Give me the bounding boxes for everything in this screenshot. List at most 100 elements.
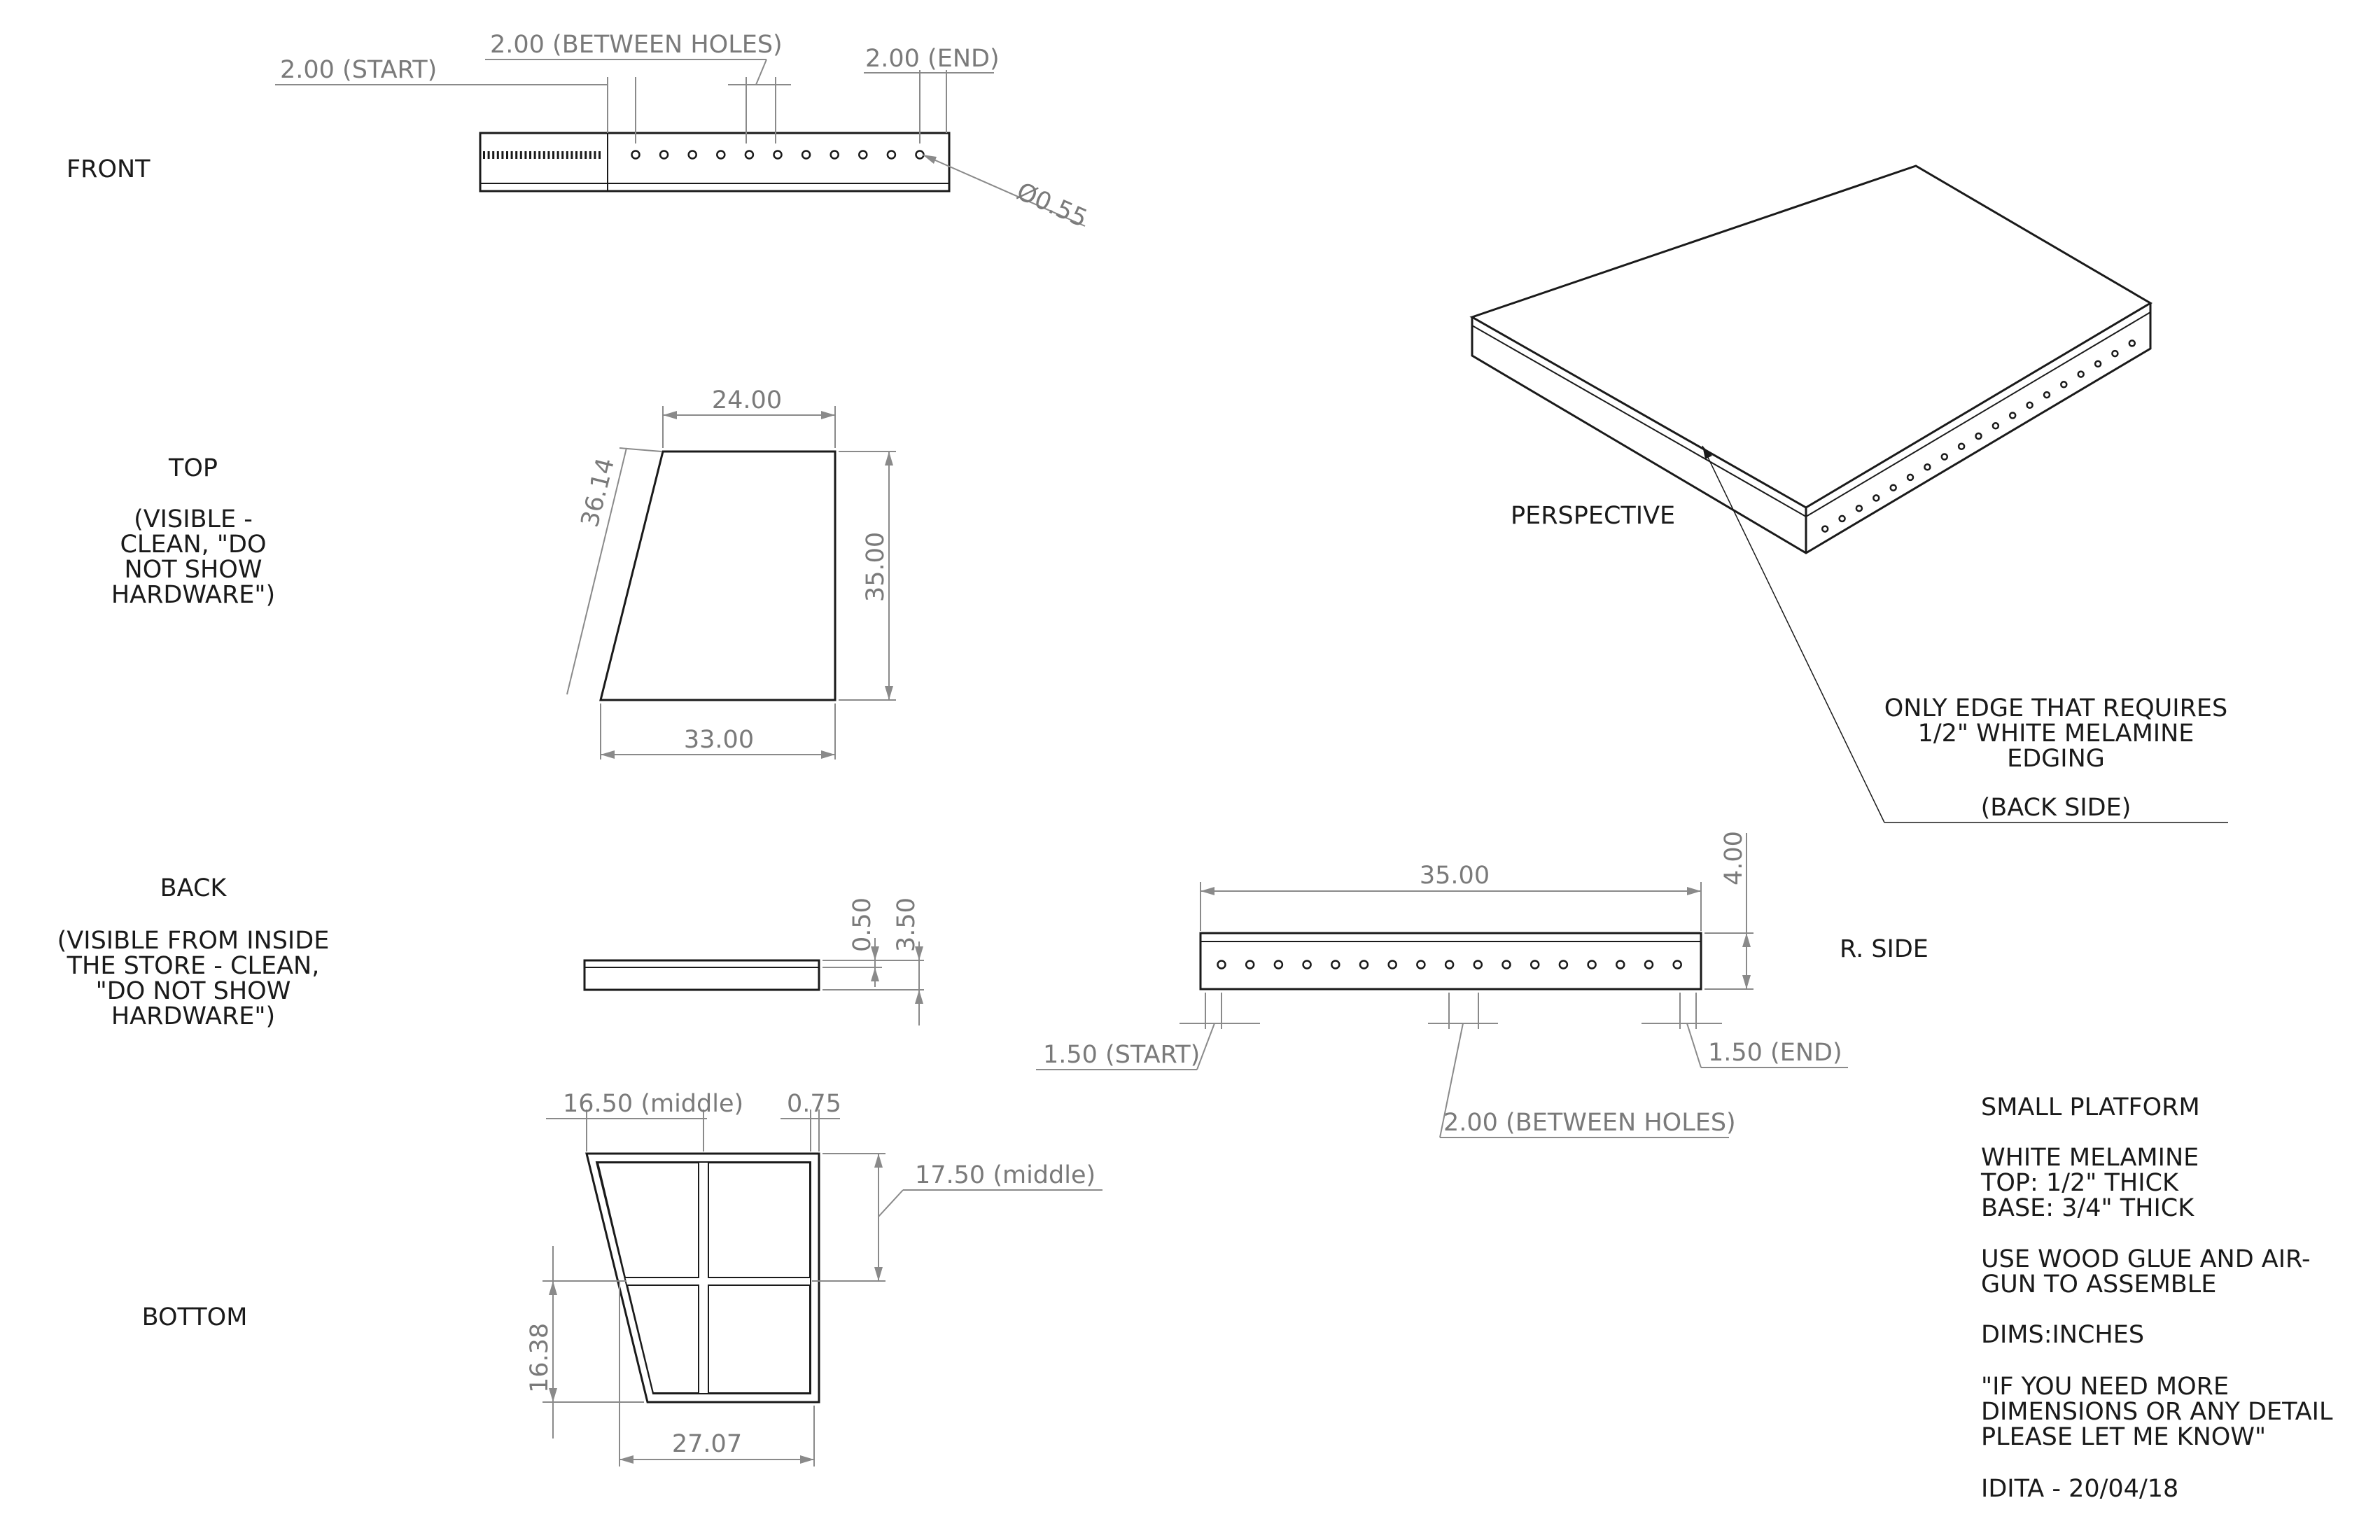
front-hole bbox=[659, 150, 669, 160]
edge-callout-line: ONLY EDGE THAT REQUIRES bbox=[1884, 694, 2228, 722]
side-between-dim-text: 2.00 (BETWEEN HOLES) bbox=[1443, 1109, 1736, 1137]
bottom-view-label: BOTTOM bbox=[142, 1303, 248, 1331]
front-dense-hole bbox=[566, 151, 568, 159]
perspective-hole bbox=[1821, 525, 1829, 533]
front-dense-hole bbox=[589, 151, 592, 159]
side-hole bbox=[1387, 960, 1397, 969]
front-hole bbox=[744, 150, 755, 160]
front-dense-hole bbox=[533, 151, 536, 159]
side-hole bbox=[1217, 960, 1226, 969]
edge-callout-line: EDGING bbox=[2007, 745, 2105, 773]
front-hole bbox=[886, 150, 897, 160]
side-hole bbox=[1587, 960, 1597, 969]
perspective-hole bbox=[1906, 473, 1914, 482]
hole-diameter-arrow bbox=[923, 155, 937, 164]
perspective-hole bbox=[2008, 412, 2017, 419]
bottom-view-cavity bbox=[708, 1162, 811, 1278]
side-between-leader bbox=[1439, 1023, 1464, 1138]
bottom-middle-y-arrow bbox=[874, 1267, 883, 1281]
perspective-view: ONLY EDGE THAT REQUIRES 1/2" WHITE MELAM… bbox=[1469, 164, 2228, 823]
top-view-label: TOP bbox=[168, 454, 218, 482]
back-view-note-line: HARDWARE") bbox=[111, 1002, 275, 1030]
perspective-hole bbox=[1855, 504, 1863, 512]
side-end-leader bbox=[1686, 1023, 1702, 1068]
perspective-hole bbox=[2128, 340, 2136, 347]
bottom-left-height-arrow bbox=[549, 1388, 557, 1402]
side-length-dim-text: 35.00 bbox=[1420, 862, 1490, 890]
front-view: 2.00 (START) 2.00 (BETWEEN HOLES) 2.00 (… bbox=[275, 31, 1091, 233]
top-bottom-width-arrow bbox=[601, 750, 615, 759]
perspective-top-thickness-line bbox=[1471, 325, 1807, 517]
side-view-holes bbox=[1217, 960, 1682, 969]
front-dense-hole bbox=[487, 151, 490, 159]
bottom-view-outline bbox=[585, 1152, 820, 1404]
front-dense-hole bbox=[561, 151, 564, 159]
notes-material-line: WHITE MELAMINE bbox=[1981, 1144, 2199, 1172]
perspective-hole bbox=[1889, 484, 1897, 491]
perspective-top-face bbox=[1469, 164, 2152, 509]
notes-material-line: BASE: 3/4" THICK bbox=[1981, 1194, 2194, 1222]
bottom-width-dim-text: 27.07 bbox=[672, 1430, 742, 1458]
front-dense-hole bbox=[594, 151, 596, 159]
bottom-view-cavity bbox=[596, 1162, 699, 1278]
notes-author: IDITA - 20/04/18 bbox=[1981, 1475, 2178, 1503]
front-dense-hole bbox=[519, 151, 522, 159]
notes-title: SMALL PLATFORM bbox=[1981, 1093, 2200, 1121]
side-height-arrow bbox=[1742, 975, 1751, 989]
side-height-dim-text: 4.00 bbox=[1720, 831, 1748, 886]
back-view-note-line: "DO NOT SHOW bbox=[96, 977, 291, 1005]
notes-units: DIMS:INCHES bbox=[1981, 1321, 2144, 1349]
side-hole bbox=[1473, 960, 1483, 969]
top-slant-dim-text: 36.14 bbox=[576, 455, 620, 530]
perspective-top-thickness-line bbox=[1805, 312, 2151, 517]
notes-assembly-line: GUN TO ASSEMBLE bbox=[1981, 1270, 2216, 1298]
front-between-dim-text: 2.00 (BETWEEN HOLES) bbox=[490, 31, 783, 59]
front-dense-hole bbox=[547, 151, 550, 159]
top-slant-dimline bbox=[566, 447, 627, 695]
side-hole bbox=[1616, 960, 1625, 969]
front-dense-hole bbox=[556, 151, 559, 159]
front-hole bbox=[716, 150, 726, 160]
bottom-middle-x-dim-text: 16.50 (middle) bbox=[563, 1090, 743, 1118]
perspective-hole bbox=[2111, 349, 2119, 358]
side-length-arrow bbox=[1687, 887, 1701, 895]
bottom-rail-dim-text: 0.75 bbox=[787, 1090, 841, 1118]
top-width-arrow bbox=[663, 411, 677, 419]
front-hole bbox=[773, 150, 783, 160]
bottom-view: 16.50 (middle) 0.75 17.50 (middle) 16.38… bbox=[526, 1090, 1102, 1466]
top-width-dim-text: 24.00 bbox=[712, 386, 782, 414]
perspective-hole bbox=[2077, 370, 2085, 378]
back-thickness-dim-text: 0.50 bbox=[848, 897, 876, 952]
right-side-view: 35.00 4.00 1.50 (START) 2.00 (BETWEEN HO… bbox=[1036, 831, 1848, 1138]
side-height-arrow bbox=[1742, 933, 1751, 947]
side-hole bbox=[1331, 960, 1340, 969]
top-slant-ext bbox=[619, 447, 662, 452]
top-bottom-width-dim-text: 33.00 bbox=[684, 726, 754, 754]
top-width-arrow bbox=[821, 411, 835, 419]
front-dense-hole bbox=[501, 151, 504, 159]
front-view-outline bbox=[479, 132, 951, 192]
notes-material-line: TOP: 1/2" THICK bbox=[1980, 1169, 2179, 1197]
back-view-outline bbox=[583, 959, 820, 991]
back-view-note-line: (VISIBLE FROM INSIDE bbox=[57, 927, 330, 955]
bottom-view-cavity bbox=[626, 1284, 699, 1394]
front-dense-hole bbox=[496, 151, 499, 159]
perspective-hole bbox=[1872, 494, 1880, 502]
back-thickness-arrow bbox=[871, 946, 879, 960]
front-dense-hole bbox=[598, 151, 601, 159]
perspective-hole bbox=[1991, 422, 2000, 430]
front-view-holes bbox=[631, 150, 925, 160]
side-hole bbox=[1444, 960, 1455, 969]
side-length-arrow bbox=[1200, 887, 1214, 895]
side-start-leader bbox=[1196, 1023, 1215, 1070]
back-height-arrow bbox=[915, 990, 923, 1004]
edge-callout-side: (BACK SIDE) bbox=[1981, 794, 2132, 822]
front-dense-hole bbox=[584, 151, 587, 159]
front-dense-hole bbox=[552, 151, 554, 159]
top-view-note-line: CLEAN, "DO bbox=[120, 531, 266, 559]
front-end-dim-text: 2.00 (END) bbox=[865, 45, 1000, 73]
top-view-note-line: HARDWARE") bbox=[111, 581, 275, 609]
front-dense-hole bbox=[570, 151, 573, 159]
side-hole bbox=[1245, 960, 1255, 969]
